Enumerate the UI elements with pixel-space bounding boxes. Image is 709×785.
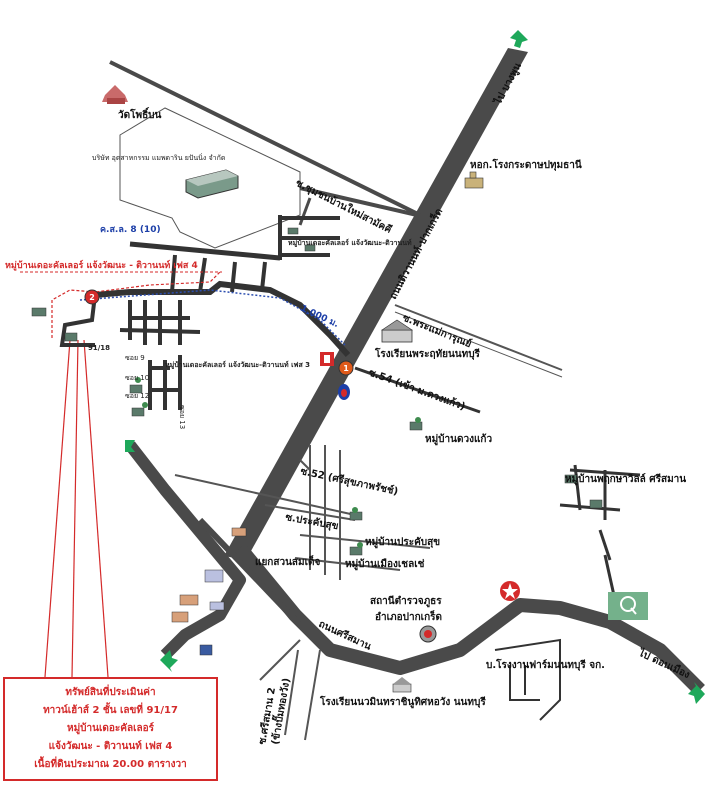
svg-text:1: 1 [343, 364, 349, 373]
factory-block [494, 638, 561, 721]
marker-1: 1 [338, 360, 354, 376]
label-company: บริษัท อุดสาหกรรม แมพดาริน ยปันนิ่ง จำกั… [92, 153, 225, 162]
label-junction: แยกสวนสมเด็จ [255, 554, 321, 568]
road-soi-phramae-2 [394, 311, 563, 378]
village-grid-roads [119, 215, 340, 410]
label-subject-village: หมู่บ้านเดอะคัลเลอร์ แจ้งวัฒนะ - ติวานนท… [5, 259, 198, 271]
road-soi-bansai-2 [299, 186, 431, 220]
label-school-phrathai: โรงเรียนพระฤทัยนนทบุรี [374, 347, 481, 360]
police-icon [419, 625, 437, 643]
pointer-line-2 [71, 339, 79, 678]
label-dorm: หอก.โรงกระดาษปทุมธานี [470, 158, 582, 171]
pointer-line-1 [44, 339, 71, 678]
road-junction [197, 517, 303, 628]
label-district: อำเภอปากเกร็ด [375, 609, 442, 623]
label-soi13: ซอย 13 [178, 405, 186, 429]
pointer-line-3 [83, 339, 109, 678]
arrow-southwest [160, 650, 178, 672]
star-icon [500, 581, 520, 601]
legend-line-2: ทาวน์เฮ้าส์ 2 ชั้น เลขที่ 91/17 [43, 705, 178, 716]
road-tiwanon [224, 48, 528, 560]
gas-station-icon [320, 352, 334, 366]
road-southwest [125, 441, 246, 660]
fuel-brand-icon [338, 384, 350, 400]
road-soi-phramae [394, 304, 563, 371]
label-soi54: ซ.54 (เข้า ม.ดวงแก้ว) [367, 367, 467, 413]
arrow-northwest [125, 440, 135, 452]
arrow-north [510, 30, 528, 48]
road-srisaman [234, 543, 705, 695]
temple-icon [102, 85, 128, 104]
label-village-phase3: หมู่บ้านเดอะคัลเลอร์ แจ้งวัฒนะ-ติวานนท์ … [165, 360, 310, 370]
label-village-duangkaew: หมู่บ้านดวงแก้ว [425, 433, 492, 446]
distance-route [79, 289, 346, 346]
subject-route-red [51, 271, 221, 338]
road-subject-access [59, 294, 97, 347]
tree-icon [135, 377, 421, 548]
prueksa-roads [559, 464, 641, 601]
house-icon [31, 227, 603, 556]
label-police: สถานีตำรวจภูธร [370, 595, 442, 608]
subject-property-legend: ทรัพย์สินที่ประเมินค่า ทาวน์เฮ้าส์ 2 ชั้… [3, 677, 218, 781]
building-icons-sw [171, 527, 247, 656]
road-branch [298, 197, 312, 226]
legend-line-3: หมู่บ้านเดอะคัลเลอร์ [66, 723, 154, 734]
label-village-connor: หมู่บ้านเดอะคัลเลอร์ แจ้งวัฒนะ-ติวานนท์ [288, 238, 412, 248]
company-compound [119, 107, 301, 249]
road-village-main [94, 280, 351, 358]
road-soi54 [354, 366, 481, 414]
label-soi52: ซ.52 (ศรีสุขภาพรัชช์) [299, 465, 399, 497]
arrow-southeast [688, 682, 705, 704]
legend-line-4: แจ้งวัฒนะ - ติวานนท์ เฟส 4 [48, 741, 173, 752]
label-soi9: ซอย 9 [125, 354, 145, 362]
label-soi10: ซอย 10 [125, 374, 149, 382]
soi-roads-south [174, 445, 431, 741]
legend-line-1: ทรัพย์สินที่ประเมินค่า [65, 687, 156, 698]
hotel-logo-icon [608, 592, 648, 620]
marker-2: 2 [84, 289, 100, 305]
school-icon-phrathai [381, 319, 413, 343]
label-village-muangcherry: หมู่บ้านเมืองเชลเช่ [345, 558, 425, 571]
label-village-prachasuk: หมู่บ้านประคับสุข [365, 536, 440, 549]
label-village-prueksa: หมู่บ้านพฤกษาวิลล์ ศรีสมาน [565, 473, 686, 486]
label-soi-prachasuk: ซ.ประคับสุข [284, 511, 339, 532]
label-kso8: ค.ส.ล. 8 (10) [100, 225, 161, 235]
label-factory: บ.โรงงานฟาร์มนนทบุรี จก. [486, 658, 605, 671]
svg-text:2: 2 [89, 293, 95, 302]
school-icon-nawamin [392, 677, 412, 693]
factory-icon [185, 169, 239, 199]
label-unit: 91/18 [88, 344, 110, 352]
dorm-icon [464, 171, 484, 189]
label-temple: วัดโพธิ์บน [118, 107, 162, 121]
legend-line-5: เนื้อที่ดินประมาณ 20.00 ตารางวา [34, 759, 187, 770]
road-kso8 [129, 241, 281, 261]
label-school-nawamin: โรงเรียนนวมินทราชินูทิศหอวัง นนทบุรี [319, 695, 486, 709]
label-soi12: ซอย 12 [125, 392, 149, 400]
road-soi-bansai [109, 60, 421, 217]
